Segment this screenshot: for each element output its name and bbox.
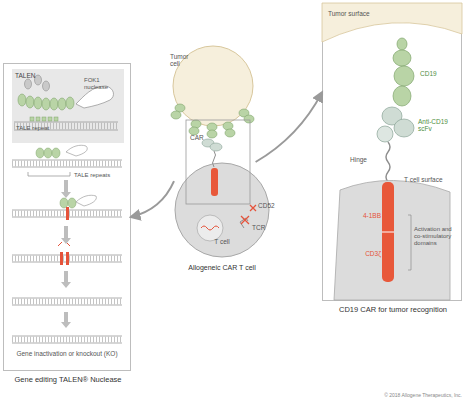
node-text: Allogeneic CAR T cell [162, 264, 282, 272]
node-text: FOK1 nuclease [84, 77, 124, 91]
part-label: Activation and co-stimulatory domains [414, 226, 460, 247]
cell-circle [175, 163, 269, 257]
part-label: T cell surface [404, 176, 460, 183]
node-text: T cell [204, 238, 240, 245]
part-label: Anti-CD19 scFv [418, 118, 458, 133]
part-label: Tumor surface [328, 10, 388, 17]
node-text: Tumor cell [170, 53, 200, 68]
t-cell: T cellAllogeneic CAR T cell [174, 162, 270, 258]
part-label: CAR [190, 134, 214, 141]
part-label: Hinge [350, 156, 380, 163]
part-label: TALE repeats [74, 172, 124, 179]
node-text: Gene editing TALEN® Nuclease [4, 376, 132, 385]
tumor-cell: Tumor cell [172, 45, 254, 127]
panel-box: Gene editing TALEN® NucleaseTALENTALE re… [3, 63, 131, 371]
part-label: TCR [252, 224, 276, 231]
node-text: TALEN [15, 72, 55, 79]
part-label: CD19 [420, 70, 450, 77]
part-label: CD3ζ [355, 250, 381, 257]
panel-box: CD19 CAR for tumor recognition [322, 3, 462, 301]
zoom-arrow [256, 92, 322, 162]
zoom-arrow [131, 181, 174, 217]
talen-box: TALEN TALE repeat FOK1 nuclease [12, 69, 124, 143]
part-label: CD52 [258, 202, 288, 209]
car-zoom [322, 3, 462, 300]
node-text: CD19 CAR for tumor recognition [323, 306, 463, 315]
part-label: 4-1BB [355, 212, 381, 219]
part-label: © 2018 Allogene Therapeutics, Inc. [330, 393, 462, 399]
node-text: TALE repeat [16, 125, 66, 132]
part-label: Gene inactivation or knockout (KO) [8, 350, 126, 357]
